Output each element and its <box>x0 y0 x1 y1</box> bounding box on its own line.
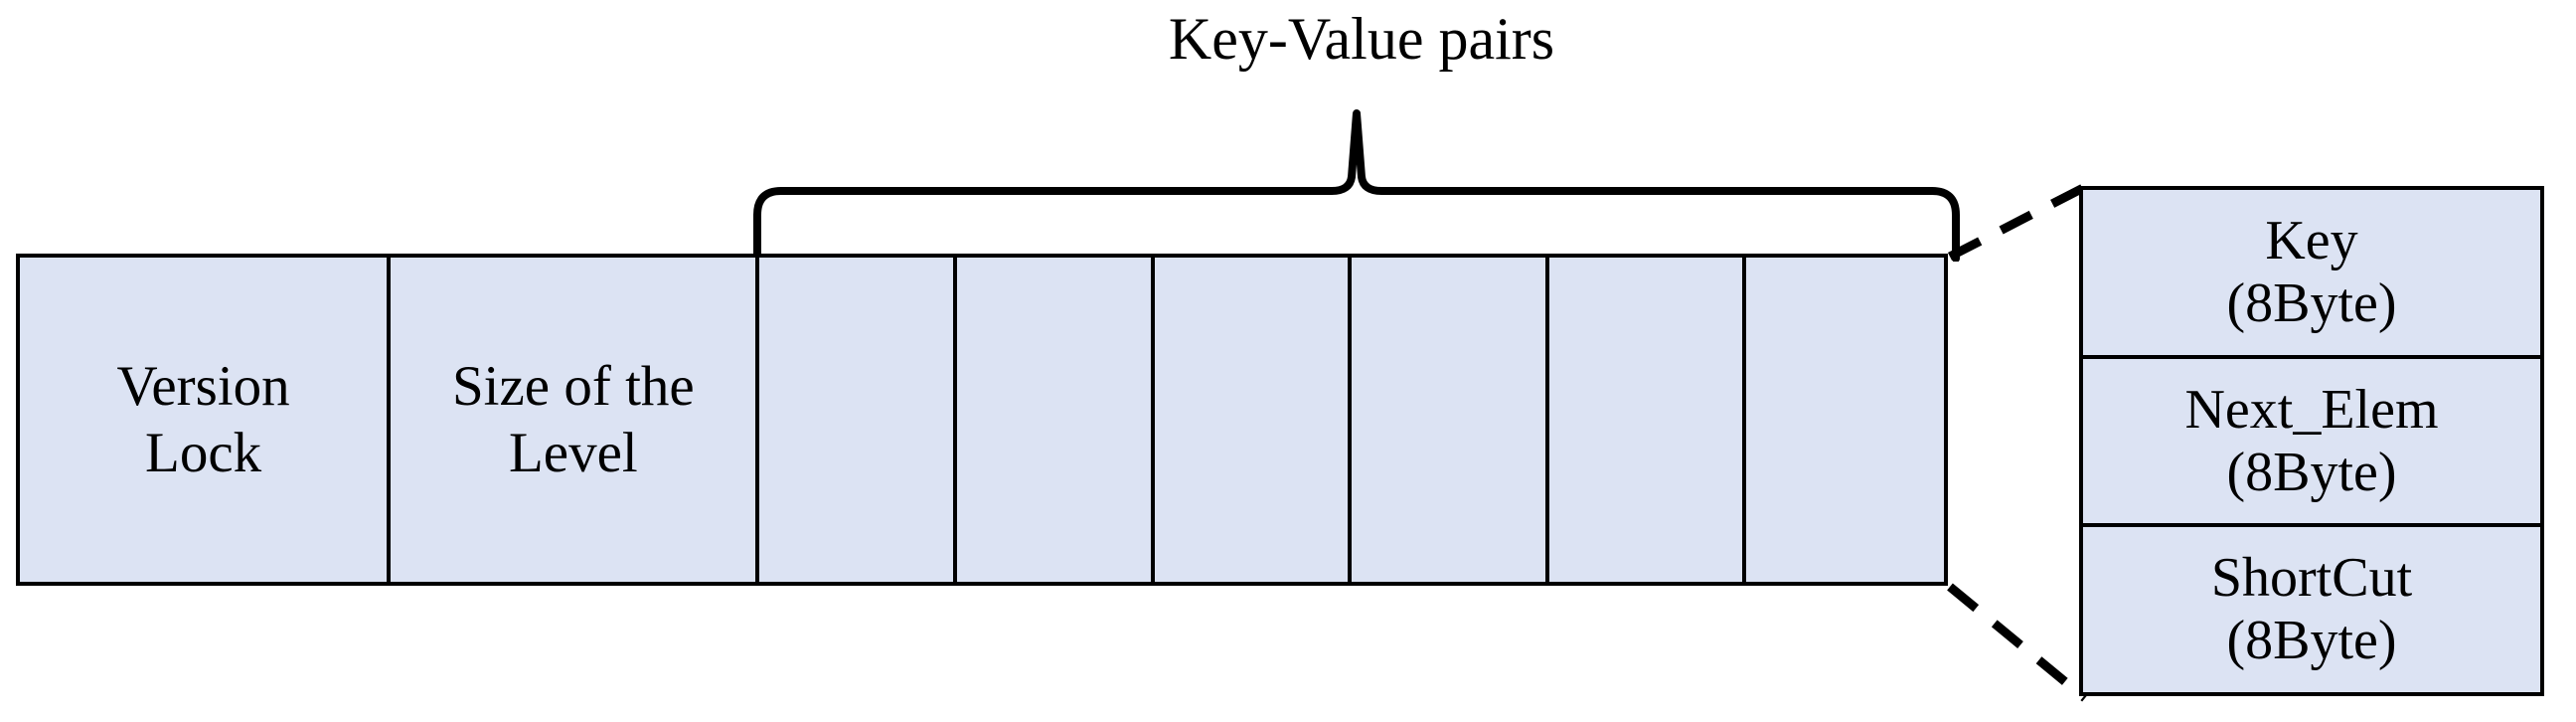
detail-row-key: Key (8Byte) <box>2083 190 2540 359</box>
cell-size-of-the-level: Size of the Level <box>391 258 760 582</box>
brace-path <box>753 109 1960 263</box>
node-bar: Version Lock Size of the Level <box>16 254 1948 586</box>
detail-row-key-label: Key (8Byte) <box>2226 210 2397 334</box>
brace-svg <box>753 109 1960 263</box>
kv-cell-6 <box>1746 258 1944 582</box>
detail-row-shortcut-label: ShortCut (8Byte) <box>2210 547 2413 672</box>
kv-cell-5 <box>1548 258 1747 582</box>
bottom-connector-line <box>1947 583 2088 702</box>
top-connector-line <box>1947 182 2088 262</box>
cell-version-lock-label: Version Lock <box>116 354 290 484</box>
key-value-pairs-caption: Key-Value pairs <box>1168 6 1555 72</box>
kv-cell-3 <box>1154 258 1353 582</box>
kv-cell-1 <box>759 258 958 582</box>
detail-row-shortcut: ShortCut (8Byte) <box>2083 527 2540 692</box>
key-value-brace <box>735 107 1978 263</box>
kv-cell-2 <box>957 258 1155 582</box>
kv-cell-4 <box>1352 258 1549 582</box>
cell-version-lock: Version Lock <box>20 258 392 582</box>
detail-row-next-elem: Next_Elem (8Byte) <box>2083 359 2540 528</box>
element-detail-box: Key (8Byte) Next_Elem (8Byte) ShortCut (… <box>2079 186 2544 696</box>
detail-row-next-elem-label: Next_Elem (8Byte) <box>2184 378 2439 503</box>
cell-size-of-the-level-label: Size of the Level <box>451 354 695 484</box>
